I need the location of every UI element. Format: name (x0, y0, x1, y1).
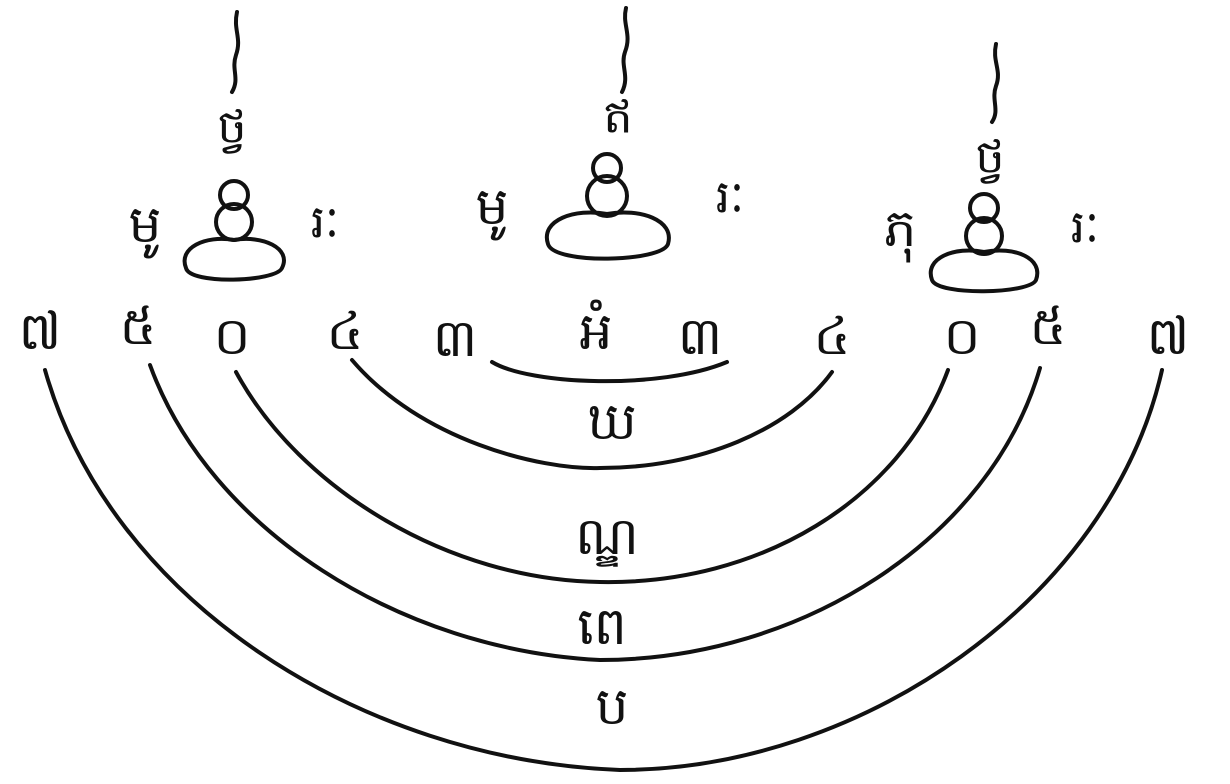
flame-wick-icon (992, 44, 998, 122)
numeral-row: ៧ ៥ ០ ៤ ៣ អំ ៣ ៤ ០ ៥ ៧ (19, 297, 1190, 369)
numeral-7: ៣ (678, 307, 722, 367)
figure-right-glyph: រៈ (1071, 200, 1100, 254)
numeral-5: ៣ (433, 309, 477, 369)
numeral-3: ០ (214, 307, 251, 367)
seated-buddha-icon (185, 181, 284, 280)
figure-top-glyph: ថ្វ (975, 130, 1004, 185)
center-syllable: អំ (579, 299, 612, 362)
figure-left: ថ្វ មូ រៈ (128, 12, 339, 280)
figure-center: ឥ មូ រៈ (475, 8, 744, 259)
numeral-4: ៤ (327, 302, 364, 362)
arc-labels: ឃ ណ្ឌ ពេ ប (575, 392, 638, 737)
arc-label-1: ឃ (587, 392, 637, 452)
figure-top-glyph: ឥ (603, 90, 632, 144)
figure-right: ថ្វ ភុ រៈ (883, 44, 1099, 291)
arc-label-3: ពេ (577, 597, 627, 657)
flame-wick-icon (232, 12, 238, 92)
numeral-9: ០ (944, 307, 981, 367)
figure-left-glyph: មូ (128, 195, 161, 259)
seated-buddha-icon (931, 194, 1038, 291)
figure-right-glyph: រៈ (716, 170, 745, 224)
numeral-10: ៥ (1030, 297, 1067, 357)
numeral-2: ៥ (120, 297, 157, 357)
flame-wick-icon (622, 8, 628, 92)
arc-label-2: ណ្ឌ (575, 507, 638, 567)
figure-left-glyph: មូ (475, 177, 508, 241)
figure-left-glyph: ភុ (883, 199, 916, 263)
arc-label-4: ប (595, 677, 628, 737)
numeral-11: ៧ (1147, 307, 1190, 367)
figure-right-glyph: រៈ (311, 195, 340, 249)
numeral-8: ៤ (814, 307, 851, 367)
figure-top-glyph: ថ្វ (217, 100, 246, 155)
seated-buddha-icon (547, 154, 669, 259)
numeral-1: ៧ (19, 302, 62, 362)
